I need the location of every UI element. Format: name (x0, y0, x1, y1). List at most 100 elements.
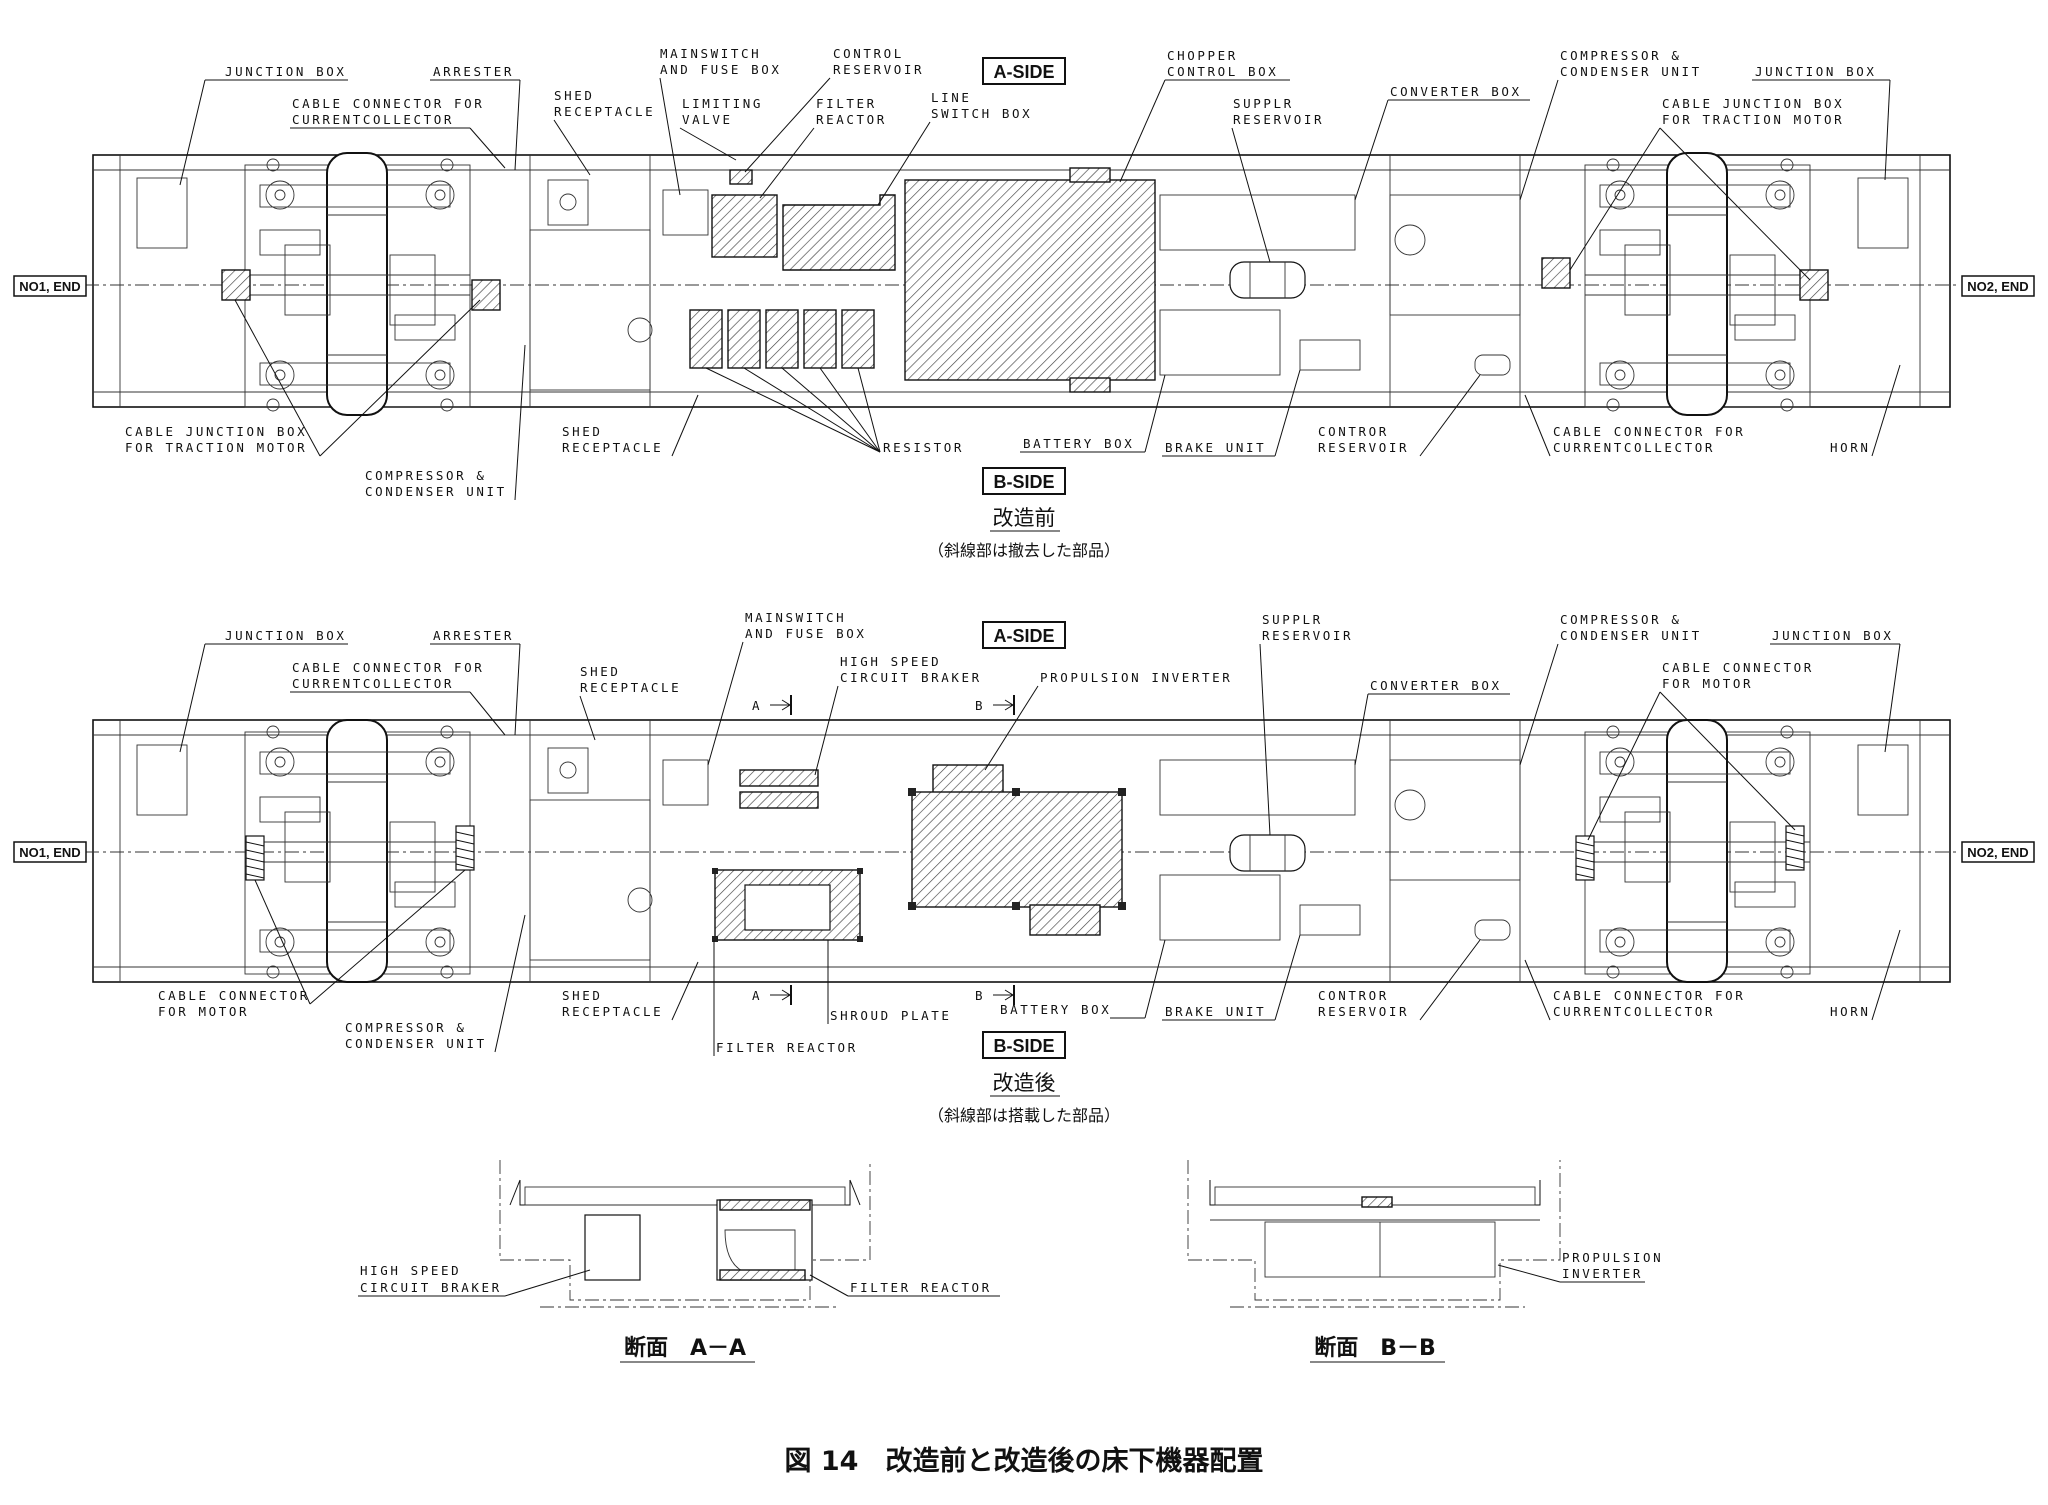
label-cccb-1: CABLE CONNECTOR FOR (1553, 424, 1745, 439)
label-contror-1: CONTROR (1318, 988, 1389, 1003)
label-compressor-top-2: CONDENSER UNIT (1560, 64, 1702, 79)
section-b-top: B (975, 698, 985, 713)
section-b-title: 断面 B－B (1314, 1335, 1436, 1361)
section-a-bottom: A (752, 988, 762, 1003)
section-a-title: 断面 A－A (624, 1335, 746, 1361)
label-cjb-bottom-1: CABLE JUNCTION BOX (125, 424, 307, 439)
label-section-hscb-1: HIGH SPEED (360, 1263, 461, 1278)
hscb-section-box (584, 1214, 641, 1281)
label-ccm-top-1: CABLE CONNECTOR (1662, 660, 1814, 675)
brake-unit (1299, 904, 1361, 936)
label-cjb-top-1: CABLE JUNCTION BOX (1662, 96, 1844, 111)
mainswitch-box (662, 759, 709, 806)
diagram-after: A A B B NO1, END NO2, END A-SIDE B-SIDE … (13, 610, 2035, 1125)
label-supplr-2: RESERVOIR (1262, 628, 1353, 643)
label-compressor-bottom-2: CONDENSER UNIT (345, 1036, 487, 1051)
contror-reservoir (1474, 919, 1511, 941)
diagram-before: NO1, END NO2, END A-SIDE B-SIDE 改造前 （斜線部… (13, 46, 2035, 560)
resistor-2 (727, 309, 761, 369)
label-filter-1: FILTER (816, 96, 877, 111)
control-reservoir (729, 169, 753, 185)
label-arrester: ARRESTER (433, 628, 514, 643)
svg-text:NO1, END: NO1, END (19, 845, 80, 860)
motor-cable-connector (1785, 825, 1805, 871)
label-battery: BATTERY BOX (1023, 436, 1134, 451)
section-b-bottom: B (975, 988, 985, 1003)
label-contror-2: RESERVOIR (1318, 1004, 1409, 1019)
label-horn: HORN (1830, 1004, 1871, 1019)
label-mainswitch-2: AND FUSE BOX (660, 62, 782, 77)
converter-box (1159, 194, 1356, 251)
car-body-outline (92, 719, 1951, 983)
end-1-label: NO1, END (13, 841, 87, 863)
label-line-1: LINE (931, 90, 972, 105)
label-brake: BRAKE UNIT (1165, 1004, 1266, 1019)
label-control-reservoir-2: RESERVOIR (833, 62, 924, 77)
label-ccm-top-2: FOR MOTOR (1662, 676, 1753, 691)
bogie-left (244, 719, 471, 983)
label-cjb-bottom-2: FOR TRACTION MOTOR (125, 440, 307, 455)
b-side-label: B-SIDE (982, 1031, 1066, 1059)
section-a-a: HIGH SPEED CIRCUIT BRAKER FILTER REACTOR… (358, 1160, 1000, 1363)
label-section-prop-1: PROPULSION (1562, 1250, 1663, 1265)
label-filter: FILTER REACTOR (716, 1040, 858, 1055)
bogie-left (244, 152, 471, 416)
supplr-reservoir (1229, 261, 1306, 299)
label-compressor-bottom-1: COMPRESSOR & (345, 1020, 467, 1035)
label-ccc-1: CABLE CONNECTOR FOR (292, 660, 484, 675)
label-mainswitch-1: MAINSWITCH (745, 610, 846, 625)
label-hscb-2: CIRCUIT BRAKER (840, 670, 982, 685)
section-b-b: PROPULSION INVERTER 断面 B－B (1187, 1160, 1663, 1363)
caption-before: 改造前 (993, 506, 1056, 530)
label-contror-2: RESERVOIR (1318, 440, 1409, 455)
note-before: （斜線部は撤去した部品） (928, 541, 1120, 560)
label-junction-box-left: JUNCTION BOX (225, 628, 347, 643)
label-mainswitch-1: MAINSWITCH (660, 46, 761, 61)
caption-after: 改造後 (993, 1071, 1056, 1095)
label-battery: BATTERY BOX (1000, 1002, 1111, 1017)
figure-caption: 図 14 改造前と改造後の床下機器配置 (785, 1445, 1264, 1477)
label-shed-top-2: RECEPTACLE (554, 104, 655, 119)
resistor-4 (803, 309, 837, 369)
label-arrester: ARRESTER (433, 64, 514, 79)
label-cccb-1: CABLE CONNECTOR FOR (1553, 988, 1745, 1003)
battery-box (1159, 309, 1281, 376)
filter-reactor (711, 194, 778, 258)
label-section-prop-2: INVERTER (1562, 1266, 1643, 1281)
end-1-label: NO1, END (13, 275, 87, 297)
label-ccc-2: CURRENTCOLLECTOR (292, 676, 454, 691)
motor-cable-connector (455, 825, 475, 871)
label-junction-box-right: JUNCTION BOX (1755, 64, 1877, 79)
inverter-hatch (1361, 1196, 1393, 1208)
svg-text:B-SIDE: B-SIDE (993, 1036, 1054, 1056)
resistor-3 (765, 309, 799, 369)
label-limiting-2: VALVE (682, 112, 733, 127)
chopper-control-box (904, 179, 1156, 381)
end-2-label: NO2, END (1961, 275, 2035, 297)
bogie-right (1584, 719, 1811, 983)
mainswitch-box (662, 189, 709, 236)
propulsion-inverter (911, 791, 1123, 908)
resistor-5 (841, 309, 875, 369)
label-junction-box-left: JUNCTION BOX (225, 64, 347, 79)
a-side-label: A-SIDE (982, 57, 1066, 85)
label-line-2: SWITCH BOX (931, 106, 1032, 121)
label-supplr-1: SUPPLR (1262, 612, 1323, 627)
label-propulsion: PROPULSION INVERTER (1040, 670, 1232, 685)
label-cccb-2: CURRENTCOLLECTOR (1553, 1004, 1715, 1019)
label-compressor-top-1: COMPRESSOR & (1560, 48, 1682, 63)
label-contror-1: CONTROR (1318, 424, 1389, 439)
brake-unit (1299, 339, 1361, 371)
label-shed-bottom-2: RECEPTACLE (562, 440, 663, 455)
junction-box-right (1857, 177, 1909, 249)
label-supplr-1: SUPPLR (1233, 96, 1294, 111)
a-side-label: A-SIDE (982, 621, 1066, 649)
b-side-label: B-SIDE (982, 467, 1066, 495)
label-brake: BRAKE UNIT (1165, 440, 1266, 455)
section-a-top: A (752, 698, 762, 713)
label-cjb-top-2: FOR TRACTION MOTOR (1662, 112, 1844, 127)
label-converter: CONVERTER BOX (1390, 84, 1522, 99)
svg-text:B-SIDE: B-SIDE (993, 472, 1054, 492)
label-compressor-bottom-1: COMPRESSOR & (365, 468, 487, 483)
